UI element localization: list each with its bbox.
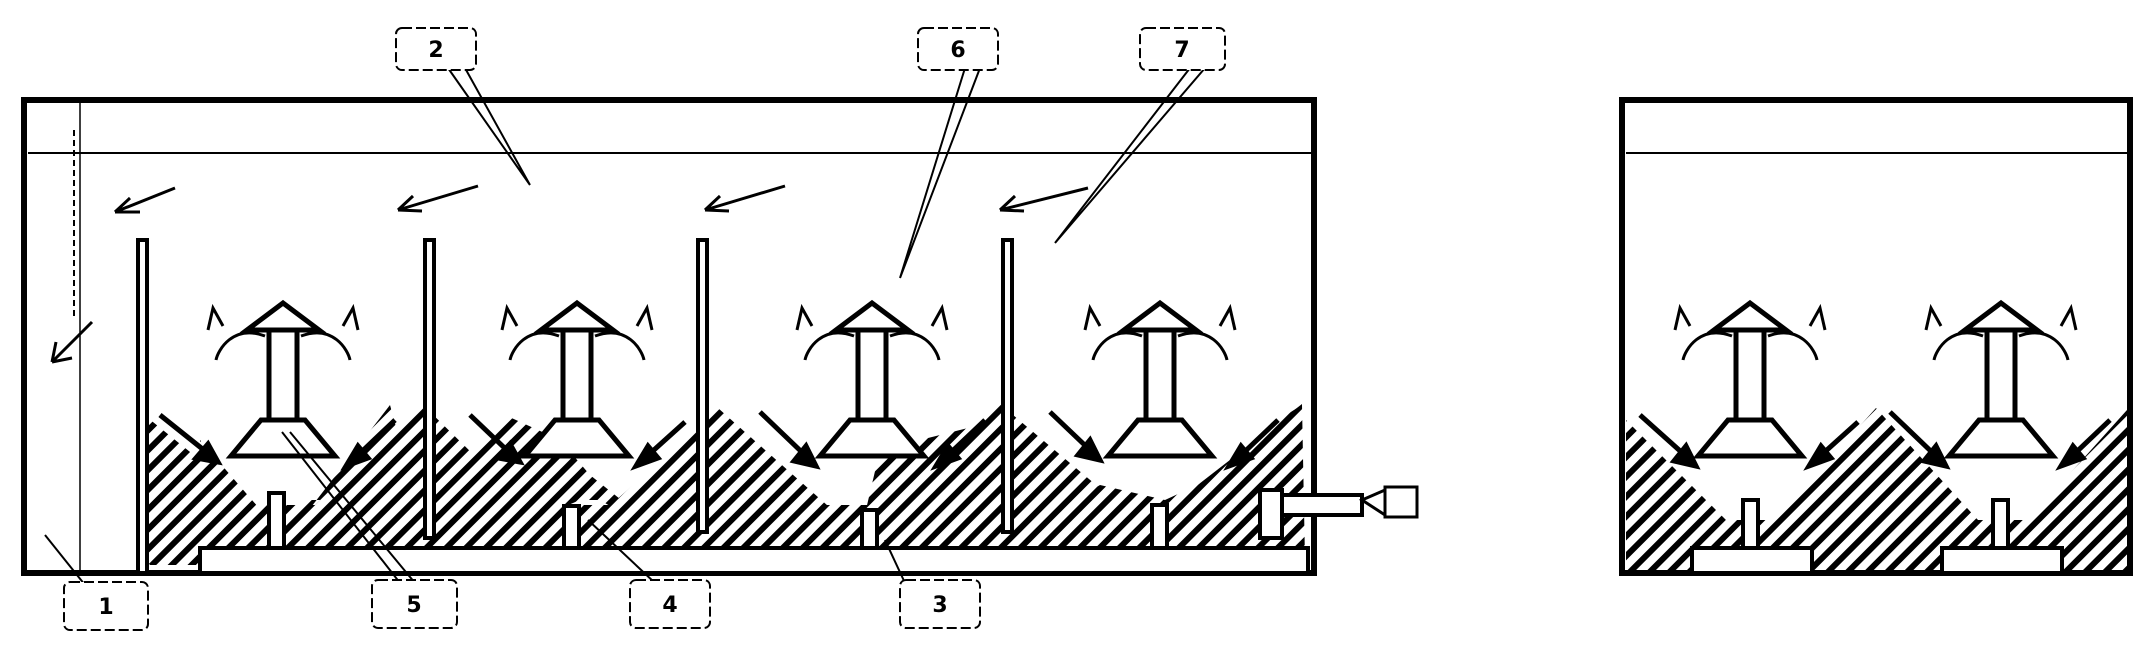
riser-4 xyxy=(1150,503,1169,550)
baffle-2 xyxy=(423,238,436,540)
collector-pipe xyxy=(198,546,1310,575)
leader-7 xyxy=(1054,67,1206,244)
sediment-mound-4 xyxy=(858,404,1140,522)
flow-arrows-surface xyxy=(50,130,1089,364)
callout-label-1: 1 xyxy=(98,595,113,620)
right-pipe-1 xyxy=(1690,546,1814,575)
baffle-3 xyxy=(696,238,709,534)
callout-label-4: 4 xyxy=(662,593,677,618)
leader-6 xyxy=(899,67,981,279)
leader-1 xyxy=(44,534,86,586)
leader-3 xyxy=(884,539,906,584)
callout-box-2 xyxy=(395,27,477,71)
callout-label-6: 6 xyxy=(950,38,965,63)
sediment-mound-3 xyxy=(592,408,846,522)
callout-box-3 xyxy=(899,579,981,629)
right-riser-1 xyxy=(1741,498,1760,550)
sediment-mound-2 xyxy=(300,402,540,520)
baffle-4 xyxy=(1001,238,1014,534)
leader-2 xyxy=(447,67,531,186)
baffle-1 xyxy=(136,238,149,575)
callout-box-4 xyxy=(629,579,711,629)
right-flow-arrows xyxy=(1638,410,2112,471)
sediment-floor xyxy=(148,505,1302,549)
right-pipe-2 xyxy=(1940,546,2064,575)
leader-4 xyxy=(587,519,656,584)
outlet-valve xyxy=(1258,485,1419,540)
callout-label-7: 7 xyxy=(1174,38,1189,63)
left-tank xyxy=(21,97,1419,576)
callout-box-1 xyxy=(63,581,149,631)
riser-2 xyxy=(562,504,581,550)
riser-3 xyxy=(860,508,879,550)
callouts xyxy=(44,27,1226,631)
right-riser-2 xyxy=(1991,498,2010,550)
callout-label-3: 3 xyxy=(932,593,947,618)
right-tank xyxy=(1619,97,2133,576)
callout-labels: 2 6 7 1 5 4 3 xyxy=(98,38,1189,620)
callout-label-5: 5 xyxy=(406,593,421,618)
callout-label-2: 2 xyxy=(428,38,443,63)
callout-box-5 xyxy=(371,579,458,629)
callout-box-7 xyxy=(1139,27,1226,71)
riser-1 xyxy=(267,491,286,550)
leader-5 xyxy=(281,431,416,584)
flow-arrows-bold xyxy=(158,410,1280,471)
callout-box-6 xyxy=(917,27,999,71)
